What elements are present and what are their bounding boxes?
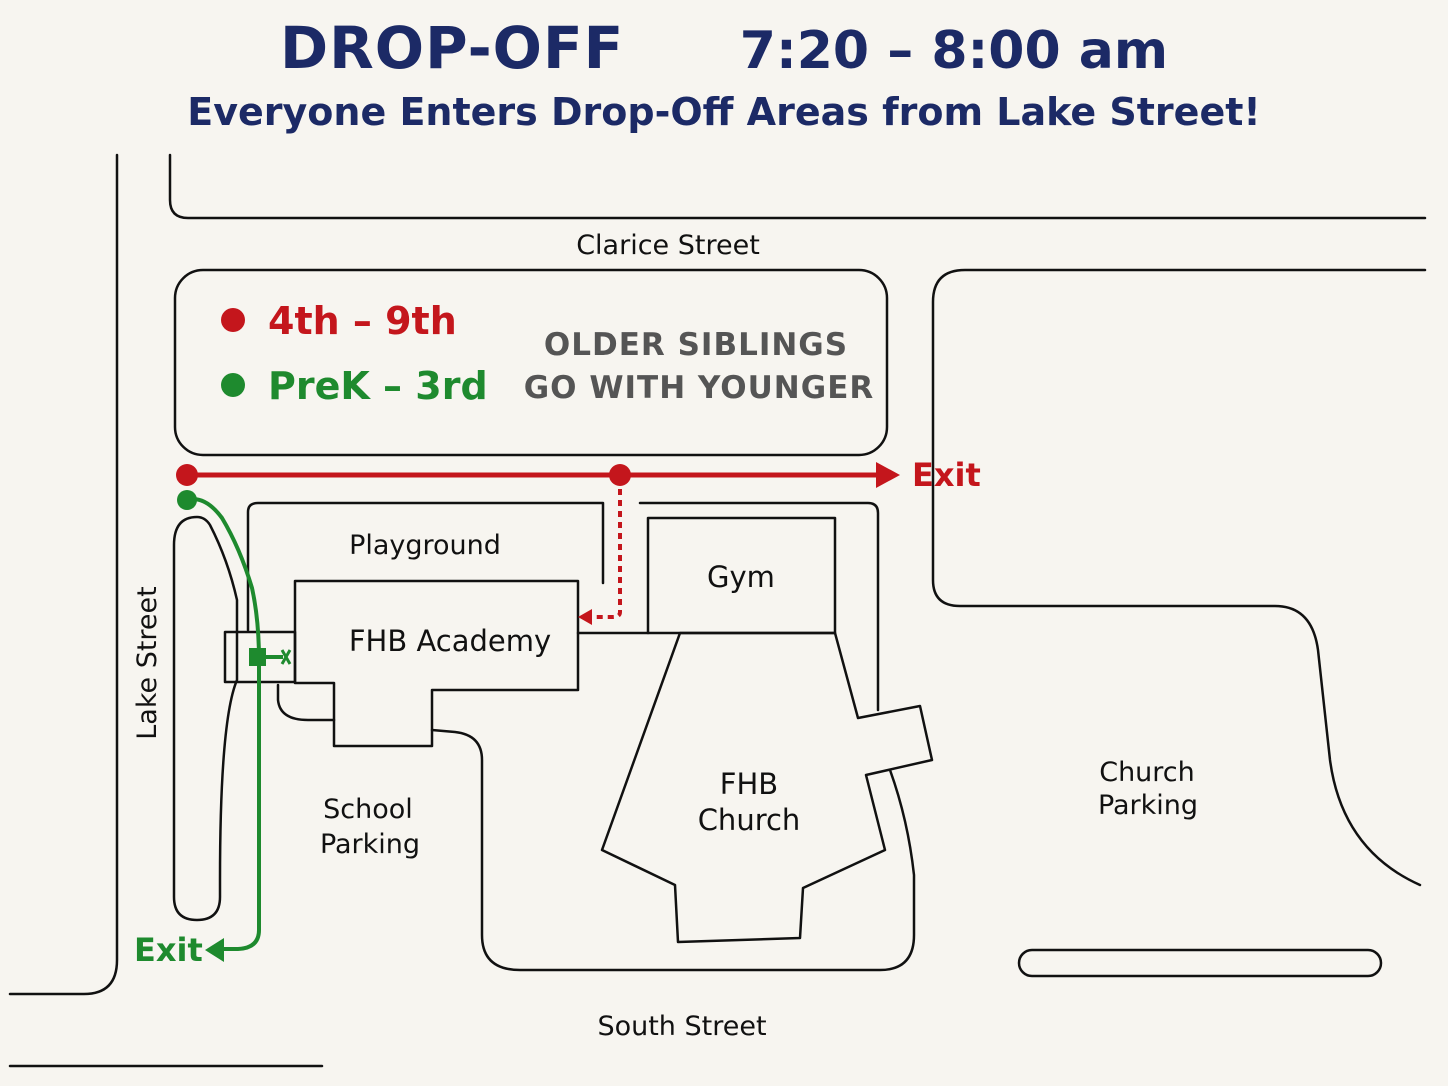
older-route-stop xyxy=(609,464,631,486)
church-parking-label-line1: Church xyxy=(1099,757,1195,788)
older-route-arrow xyxy=(876,462,900,488)
younger-route-start xyxy=(177,490,197,510)
older-exit-label: Exit xyxy=(912,456,981,494)
gym-label: Gym xyxy=(707,560,775,594)
page-subtitle: Everyone Enters Drop-Off Areas from Lake… xyxy=(187,90,1261,134)
older-route xyxy=(176,462,900,625)
parking-divider xyxy=(1017,948,1383,978)
younger-route-stop-marker xyxy=(249,648,266,666)
south-street-label: South Street xyxy=(597,1011,766,1042)
legend-older-label: 4th – 9th xyxy=(268,299,457,343)
school-parking-label-line1: School xyxy=(323,794,413,825)
younger-exit-label: Exit xyxy=(134,931,203,969)
lake-street-island xyxy=(172,515,239,922)
lake-street-label: Lake Street xyxy=(132,586,163,740)
lake-street-west-curb xyxy=(8,153,119,996)
academy-label: FHB Academy xyxy=(349,624,551,658)
church-label-line1: FHB xyxy=(720,767,778,801)
legend-older-dot xyxy=(221,308,245,332)
school-parking-label-line2: Parking xyxy=(320,829,420,860)
header-title-row: DROP-OFF 7:20 – 8:00 am xyxy=(0,14,1448,92)
page-title: DROP-OFF xyxy=(279,14,625,82)
school-block xyxy=(246,501,605,632)
legend-younger-dot xyxy=(221,373,245,397)
younger-route-arrow xyxy=(205,938,224,962)
church-parking-label-line2: Parking xyxy=(1098,790,1198,821)
younger-route xyxy=(177,490,292,962)
east-block xyxy=(931,268,1427,887)
sibling-note-line2: GO WITH YOUNGER xyxy=(524,370,875,406)
playground-label: Playground xyxy=(349,530,501,561)
older-route-start xyxy=(176,464,198,486)
clarice-street-north-curb xyxy=(168,153,1427,220)
church-building xyxy=(600,631,934,944)
legend-younger-label: PreK – 3rd xyxy=(268,364,488,408)
drop-off-time: 7:20 – 8:00 am xyxy=(739,21,1169,81)
clarice-street-label: Clarice Street xyxy=(576,230,760,261)
church-label-line2: Church xyxy=(698,803,801,837)
north-block xyxy=(173,268,889,457)
sibling-note-line1: OLDER SIBLINGS xyxy=(544,327,848,363)
academy-building xyxy=(293,579,580,748)
